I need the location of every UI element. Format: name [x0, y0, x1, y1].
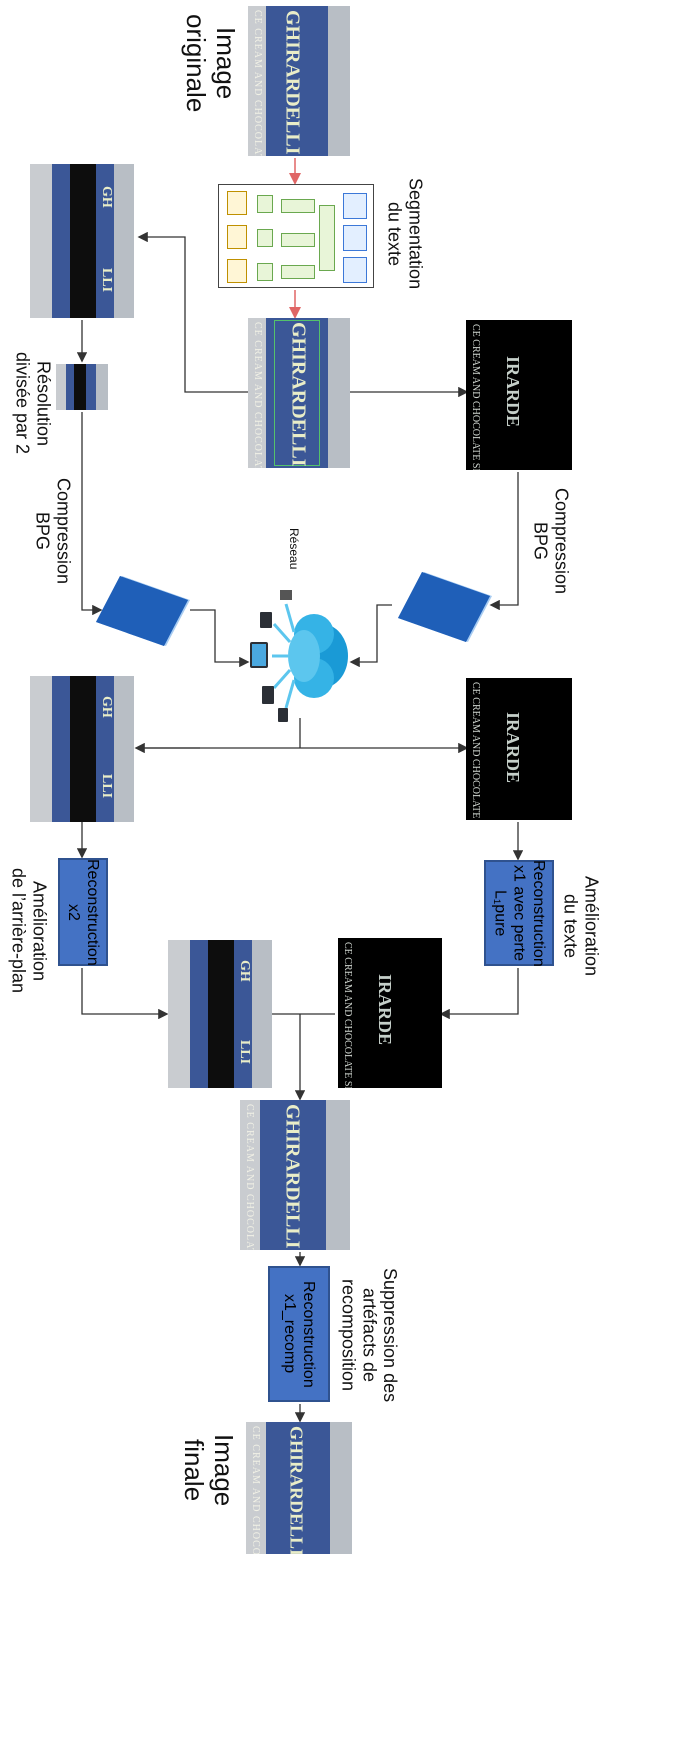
reconstruction-x1-label: Reconstruction x1 avec perte L₁pure — [491, 859, 547, 967]
decoded-bg-text-right: LLI — [99, 774, 114, 799]
final-image: GHIRARDELLI CE CREAM AND CHOCOLATE SH — [246, 1422, 352, 1554]
arrow-to-enhanced-text — [439, 968, 519, 1020]
reconstruction-x2-block: Reconstruction x2 — [58, 858, 108, 966]
segmented-sign-subtext: CE CREAM AND CHOCOLATE SH — [252, 322, 263, 468]
segmented-image: GHIRARDELLI CE CREAM AND CHOCOLATE SH — [248, 318, 350, 468]
final-sign-subtext: CE CREAM AND CHOCOLATE SH — [250, 1426, 261, 1554]
reconstruction-x2-label: Reconstruction x2 — [65, 858, 102, 966]
bg-text-right: LLI — [99, 268, 114, 293]
decoded-masked-text: IRARDE — [503, 712, 523, 784]
original-image: GHIRARDELLI CE CREAM AND CHOCOLATE SH — [248, 6, 350, 156]
network-cloud-icon — [250, 590, 348, 722]
sign-subtext: CE CREAM AND CHOCOLATE SH — [252, 10, 263, 156]
reconstruction-x1-block: Reconstruction x1 avec perte L₁pure — [484, 860, 554, 966]
label-segmentation: Segmentation du texte — [384, 178, 426, 290]
enhanced-bg-text-left: GH — [237, 960, 252, 982]
label-downscale: Résolution divisée par 2 — [12, 352, 54, 455]
enhanced-masked-text: IRARDE — [375, 974, 395, 1046]
enhanced-background-image: GH LLI — [168, 940, 272, 1088]
masked-text: IRARDE — [503, 356, 523, 428]
text-only-image: IRARDE CE CREAM AND CHOCOLATE SH — [466, 320, 572, 470]
decoded-bg-text-left: GH — [99, 696, 114, 718]
label-final-image: Image finale — [178, 1434, 239, 1507]
label-artifact-removal: Suppression des artéfacts de recompositi… — [338, 1268, 401, 1403]
decoded-background-image: GH LLI — [30, 676, 134, 822]
enhanced-text-image: IRARDE CE CREAM AND CHOCOLATE SH — [338, 938, 442, 1088]
decoded-masked-subtext: CE CREAM AND CHOCOLATE SH — [470, 682, 481, 820]
compression-layers-left — [96, 576, 190, 646]
label-text-enhancement: Amélioration du texte — [560, 876, 602, 977]
recomposed-sign-subtext: CE CREAM AND CHOCOLATE SH — [244, 1104, 255, 1250]
reconstruction-recomp-label: Reconstruction x1_recomp — [281, 1280, 318, 1388]
arrow-to-background — [137, 231, 248, 393]
arrow-left-to-network — [190, 609, 250, 668]
recomposed-sign-text: GHIRARDELLI — [281, 1104, 304, 1249]
segmentation-diagram — [218, 184, 374, 288]
segmented-sign-text: GHIRARDELLI — [287, 322, 310, 467]
enhanced-bg-text-right: LLI — [237, 1040, 252, 1065]
sign-text: GHIRARDELLI — [281, 10, 304, 155]
bg-text-left: GH — [99, 186, 114, 208]
background-image: GH LLI — [30, 164, 134, 318]
label-network: Réseau — [286, 528, 301, 570]
enhanced-masked-subtext: CE CREAM AND CHOCOLATE SH — [342, 942, 353, 1088]
arrow-to-left-layers — [81, 412, 103, 616]
arrow-to-enhanced-background — [81, 968, 169, 1020]
label-compression-right: Compression BPG — [530, 488, 572, 595]
recomposed-image: GHIRARDELLI CE CREAM AND CHOCOLATE SH — [240, 1100, 350, 1250]
label-original-image: Image originale — [180, 14, 241, 113]
decoded-text-image: IRARDE CE CREAM AND CHOCOLATE SH — [466, 678, 572, 820]
reconstruction-recomp-block: Reconstruction x1_recomp — [268, 1266, 330, 1402]
arrow-right-to-network — [349, 604, 392, 668]
label-compression-left: Compression BPG — [32, 478, 74, 585]
arrow-to-right-layers — [489, 472, 519, 611]
masked-subtext: CE CREAM AND CHOCOLATE SH — [470, 324, 481, 470]
compression-layers-right — [398, 572, 492, 642]
final-sign-text: GHIRARDELLI — [286, 1426, 307, 1554]
downscaled-image — [56, 364, 108, 410]
label-background-enhancement: Amélioration de l’arrière-plan — [8, 868, 50, 994]
